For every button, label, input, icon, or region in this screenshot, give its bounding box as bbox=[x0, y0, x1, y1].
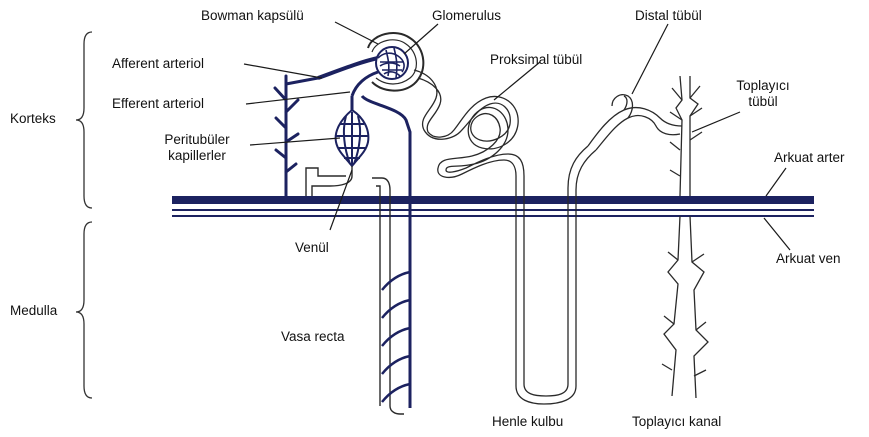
label-cortex: Korteks bbox=[10, 111, 56, 127]
label-distal-tubule: Distal tübül bbox=[635, 8, 702, 24]
interlobular-artery bbox=[275, 76, 318, 196]
proximal-tubule bbox=[414, 70, 524, 212]
medulla-brace bbox=[76, 222, 92, 398]
label-bowman-capsule: Bowman kapsülü bbox=[201, 8, 304, 24]
leader-arcuate-vein bbox=[764, 218, 790, 250]
label-peritubular-line2: kapillerler bbox=[145, 148, 249, 164]
leader-afferent bbox=[244, 64, 322, 78]
label-medulla: Medulla bbox=[10, 303, 57, 319]
label-afferent-arteriole: Afferent arteriol bbox=[112, 56, 204, 72]
label-glomerulus: Glomerulus bbox=[432, 8, 501, 24]
leader-arcuate-artery bbox=[766, 168, 786, 196]
label-efferent-arteriole: Efferent arteriol bbox=[112, 96, 204, 112]
leader-peritubular bbox=[250, 138, 340, 145]
peritubular-capillaries bbox=[336, 110, 369, 166]
label-proximal-tubule: Proksimal tübül bbox=[490, 52, 582, 68]
label-vasa-recta: Vasa recta bbox=[281, 329, 345, 345]
label-venule: Venül bbox=[295, 240, 329, 256]
label-collecting-duct: Toplayıcı kanal bbox=[632, 414, 721, 430]
arcuate-artery bbox=[172, 196, 814, 204]
label-collecting-tubule-line1: Toplayıcı bbox=[733, 78, 793, 94]
label-loop-of-henle: Henle kulbu bbox=[492, 414, 563, 430]
label-arcuate-vein: Arkuat ven bbox=[776, 251, 841, 267]
leader-distal bbox=[632, 24, 668, 94]
cortex-brace bbox=[76, 32, 92, 208]
label-peritubular-line1: Peritubüler bbox=[145, 132, 249, 148]
leader-bowman bbox=[335, 22, 378, 44]
distal-tubule bbox=[588, 95, 682, 150]
label-arcuate-artery: Arkuat arter bbox=[774, 150, 845, 166]
leader-efferent bbox=[246, 92, 350, 104]
vasa-recta bbox=[362, 96, 410, 414]
leader-collecting-tubule bbox=[692, 112, 740, 132]
label-collecting-tubule-line2: tübül bbox=[733, 94, 793, 110]
loop-of-henle bbox=[516, 146, 596, 404]
glomerulus bbox=[376, 47, 408, 79]
